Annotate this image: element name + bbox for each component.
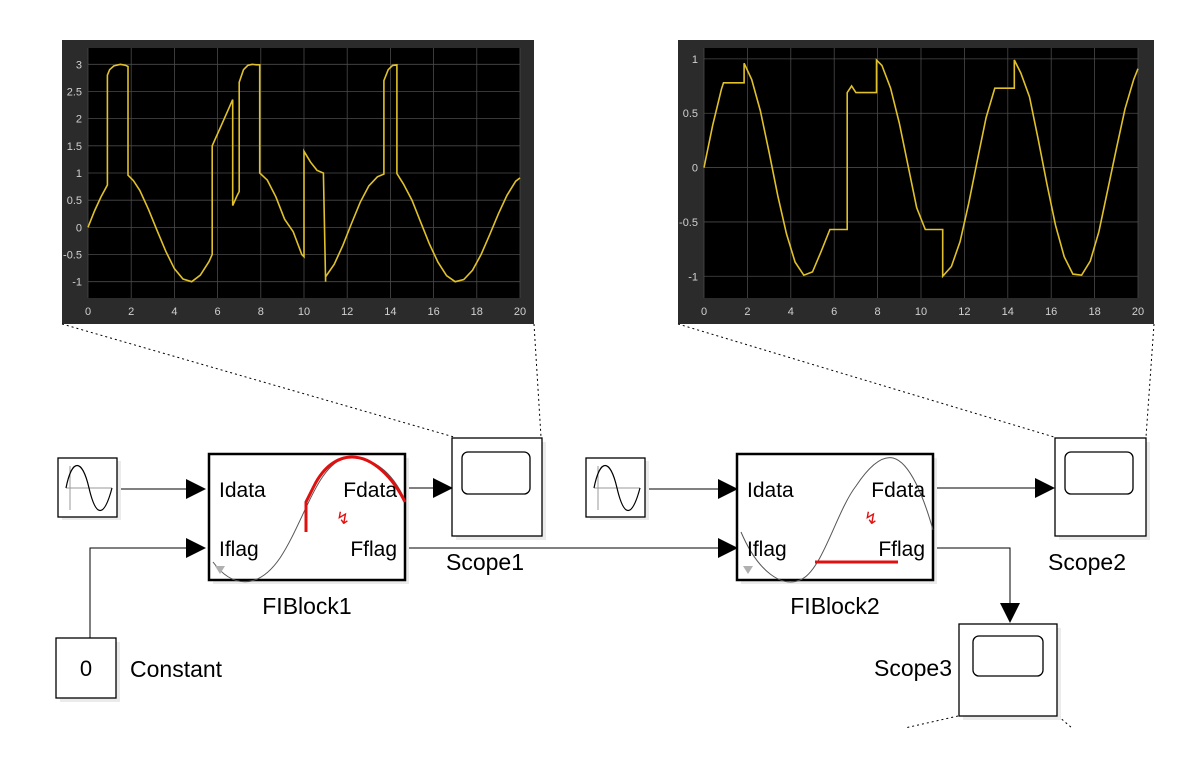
fiblock1[interactable]: ↯ Idata Iflag Fdata Fflag xyxy=(207,452,409,584)
fiblock2-down-arrow-icon xyxy=(743,566,753,574)
x-tick-label: 14 xyxy=(384,306,396,318)
scope1-block[interactable] xyxy=(451,437,546,540)
y-tick-label: -1 xyxy=(72,277,82,289)
x-tick-label: 8 xyxy=(258,306,264,318)
fiblock1-fault-icon: ↯ xyxy=(336,509,350,528)
x-tick-label: 0 xyxy=(85,306,91,318)
scope3-callout-right xyxy=(1057,715,1073,729)
x-tick-label: 18 xyxy=(1088,306,1100,318)
x-tick-label: 16 xyxy=(1045,306,1057,318)
x-tick-label: 6 xyxy=(831,306,837,318)
scope1-callout-left xyxy=(61,323,455,438)
sine-source-2[interactable] xyxy=(585,457,649,520)
x-tick-label: 4 xyxy=(788,306,794,318)
fiblock2[interactable]: ↯ Idata Iflag Fdata Fflag xyxy=(735,452,937,584)
y-tick-label: -1 xyxy=(688,271,698,283)
fiblock2-port-fflag: Fflag xyxy=(878,538,925,561)
y-tick-label: 0 xyxy=(76,222,82,234)
fiblock1-port-fflag: Fflag xyxy=(350,538,397,561)
scope2-ticks: 0 2 4 6 8 10 12 14 16 18 20 1 0.5 0 -0.5 -1 xyxy=(679,54,1144,318)
y-tick-label: -0.5 xyxy=(63,250,82,262)
x-tick-label: 16 xyxy=(427,306,439,318)
x-tick-label: 10 xyxy=(915,306,927,318)
x-tick-label: 4 xyxy=(171,306,177,318)
fiblock1-port-iflag: Iflag xyxy=(219,538,259,561)
x-tick-label: 12 xyxy=(958,306,970,318)
x-tick-label: 8 xyxy=(875,306,881,318)
constant-value: 0 xyxy=(80,656,92,681)
y-tick-label: 1 xyxy=(692,54,698,66)
y-tick-label: -0.5 xyxy=(679,217,698,229)
constant-block[interactable]: 0 xyxy=(55,637,120,702)
scope2-grid xyxy=(703,48,1139,298)
fiblock1-down-arrow-icon xyxy=(215,566,225,574)
scope1-callout-right xyxy=(533,323,542,438)
scope1-label: Scope1 xyxy=(446,549,524,575)
y-tick-label: 2 xyxy=(76,114,82,126)
y-tick-label: 0.5 xyxy=(683,108,698,120)
fiblock1-label: FIBlock1 xyxy=(262,593,351,619)
sine-source-1[interactable] xyxy=(57,457,121,520)
scope-screen-icon xyxy=(972,635,1044,677)
scope1-ticks: 0 2 4 6 8 10 12 14 16 18 20 3 2.5 2 1.5 1 0.5 0 -0.5 -1 xyxy=(63,59,526,318)
sine-wave-icon xyxy=(65,465,113,511)
y-tick-label: 1 xyxy=(76,168,82,180)
fiblock2-port-idata: Idata xyxy=(747,479,794,502)
fiblock2-fault-icon: ↯ xyxy=(864,509,878,528)
fiblock2-port-iflag: Iflag xyxy=(747,538,787,561)
x-tick-label: 2 xyxy=(744,306,750,318)
x-tick-label: 20 xyxy=(514,306,526,318)
scope2-trace xyxy=(703,58,1139,279)
y-tick-label: 0.5 xyxy=(67,195,82,207)
scope3-block[interactable] xyxy=(958,623,1061,720)
scope2-label: Scope2 xyxy=(1048,549,1126,575)
fiblock1-port-fdata: Fdata xyxy=(343,479,397,502)
scope2-block[interactable] xyxy=(1054,437,1150,540)
scope1-display: 0 2 4 6 8 10 12 14 16 18 20 3 2.5 2 1.5 1 0.5 0 -0.5 -1 xyxy=(62,40,534,324)
x-tick-label: 20 xyxy=(1132,306,1144,318)
fiblock1-port-idata: Idata xyxy=(219,479,266,502)
callout-lines xyxy=(61,323,1155,729)
y-tick-label: 2.5 xyxy=(67,86,82,98)
x-tick-label: 12 xyxy=(341,306,353,318)
x-tick-label: 2 xyxy=(128,306,134,318)
scope2-callout-right xyxy=(1145,323,1155,438)
scope2-display: 0 2 4 6 8 10 12 14 16 18 20 1 0.5 0 -0.5 -1 xyxy=(678,40,1154,324)
scope-screen-icon xyxy=(1064,451,1134,495)
scope3-label: Scope3 xyxy=(874,655,952,681)
scope-screen-icon xyxy=(461,451,531,495)
scope3-callout-left xyxy=(904,715,959,729)
y-tick-label: 3 xyxy=(76,59,82,71)
x-tick-label: 10 xyxy=(298,306,310,318)
y-tick-label: 0 xyxy=(692,163,698,175)
fiblock2-label: FIBlock2 xyxy=(790,593,879,619)
wire-fflag2-to-scope3[interactable] xyxy=(935,547,1020,623)
signal-wires xyxy=(89,478,1055,638)
fiblock2-port-fdata: Fdata xyxy=(871,479,925,502)
x-tick-label: 14 xyxy=(1002,306,1014,318)
wire-constant-to-iflag[interactable] xyxy=(89,538,206,638)
fiblock2-waveform-icon xyxy=(740,457,934,583)
scope2-callout-left xyxy=(677,323,1055,438)
constant-label: Constant xyxy=(130,656,223,682)
scope1-trace xyxy=(87,63,521,283)
x-tick-label: 0 xyxy=(701,306,707,318)
x-tick-label: 6 xyxy=(215,306,221,318)
x-tick-label: 18 xyxy=(471,306,483,318)
sine-wave-icon xyxy=(593,465,641,511)
fiblock1-fault-waveform-icon xyxy=(304,455,407,532)
y-tick-label: 1.5 xyxy=(67,141,82,153)
